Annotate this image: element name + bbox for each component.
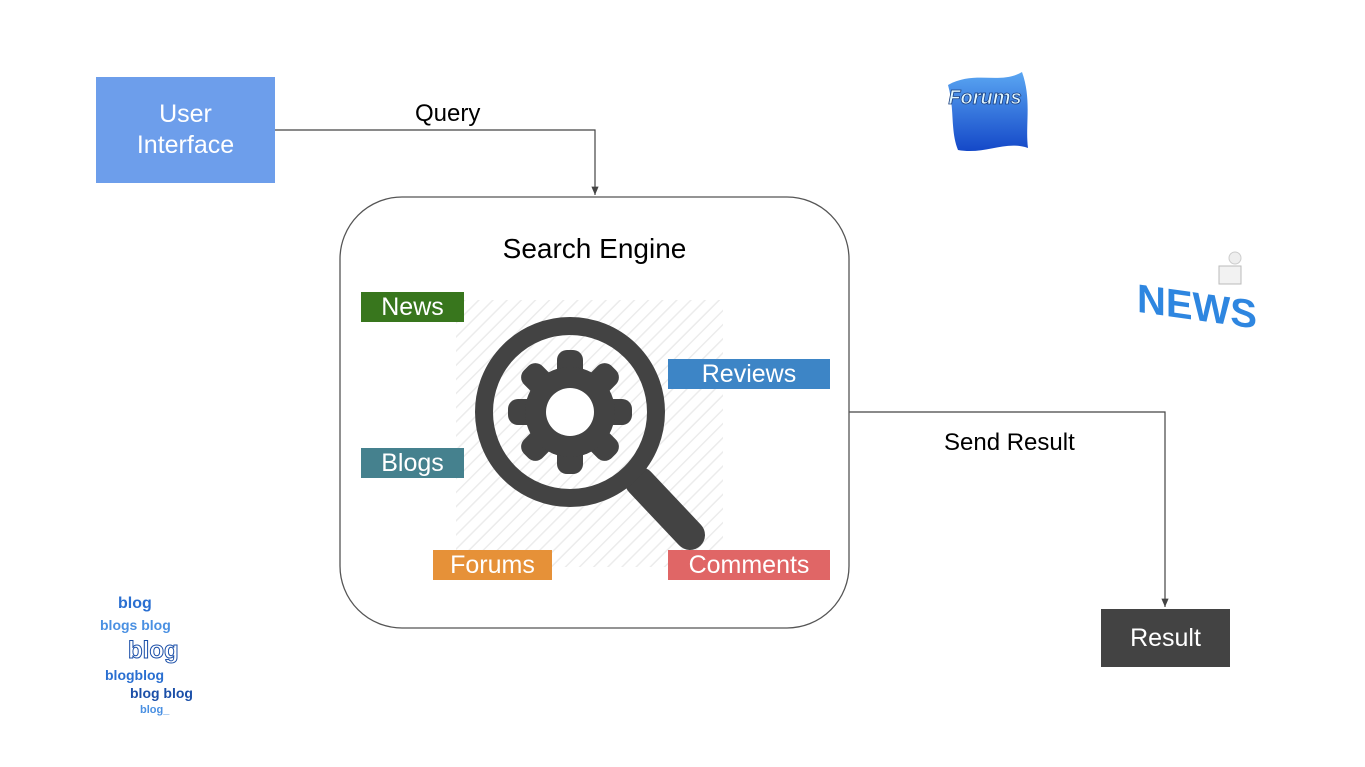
source-tag-reviews: Reviews: [668, 359, 830, 389]
query-arrow: [275, 129, 599, 195]
news-logo-image: NEWS: [1137, 251, 1257, 338]
svg-text:blog: blog: [118, 595, 152, 612]
source-tag-forums: Forums: [433, 550, 552, 580]
svg-text:blog_: blog_: [140, 704, 170, 716]
user-interface-label-line2: Interface: [136, 131, 235, 159]
user-interface-label-line1: User: [159, 100, 212, 128]
svg-text:NEWS: NEWS: [1137, 276, 1257, 338]
forums-logo-image: Forums: [948, 72, 1028, 152]
blog-word-cloud-image: blog blogs blog blog blogblog blog blog …: [100, 595, 193, 716]
source-tag-comments: Comments: [668, 550, 830, 580]
query-label: Query: [415, 100, 481, 127]
svg-text:Forums: Forums: [948, 87, 1021, 109]
svg-text:blog: blog: [128, 637, 179, 664]
user-interface-node: User Interface: [96, 77, 275, 183]
source-tag-news: News: [361, 292, 464, 322]
result-node: Result: [1101, 609, 1230, 667]
source-tag-blogs: Blogs: [361, 448, 464, 478]
send-result-arrow: [849, 411, 1169, 607]
magnifier-gear-icon: [475, 317, 705, 550]
svg-text:blogs blog: blogs blog: [100, 617, 171, 633]
svg-text:blog blog: blog blog: [130, 685, 193, 701]
search-engine-title: Search Engine: [502, 233, 687, 264]
send-result-label: Send Result: [944, 429, 1075, 456]
svg-text:blogblog: blogblog: [105, 667, 164, 683]
